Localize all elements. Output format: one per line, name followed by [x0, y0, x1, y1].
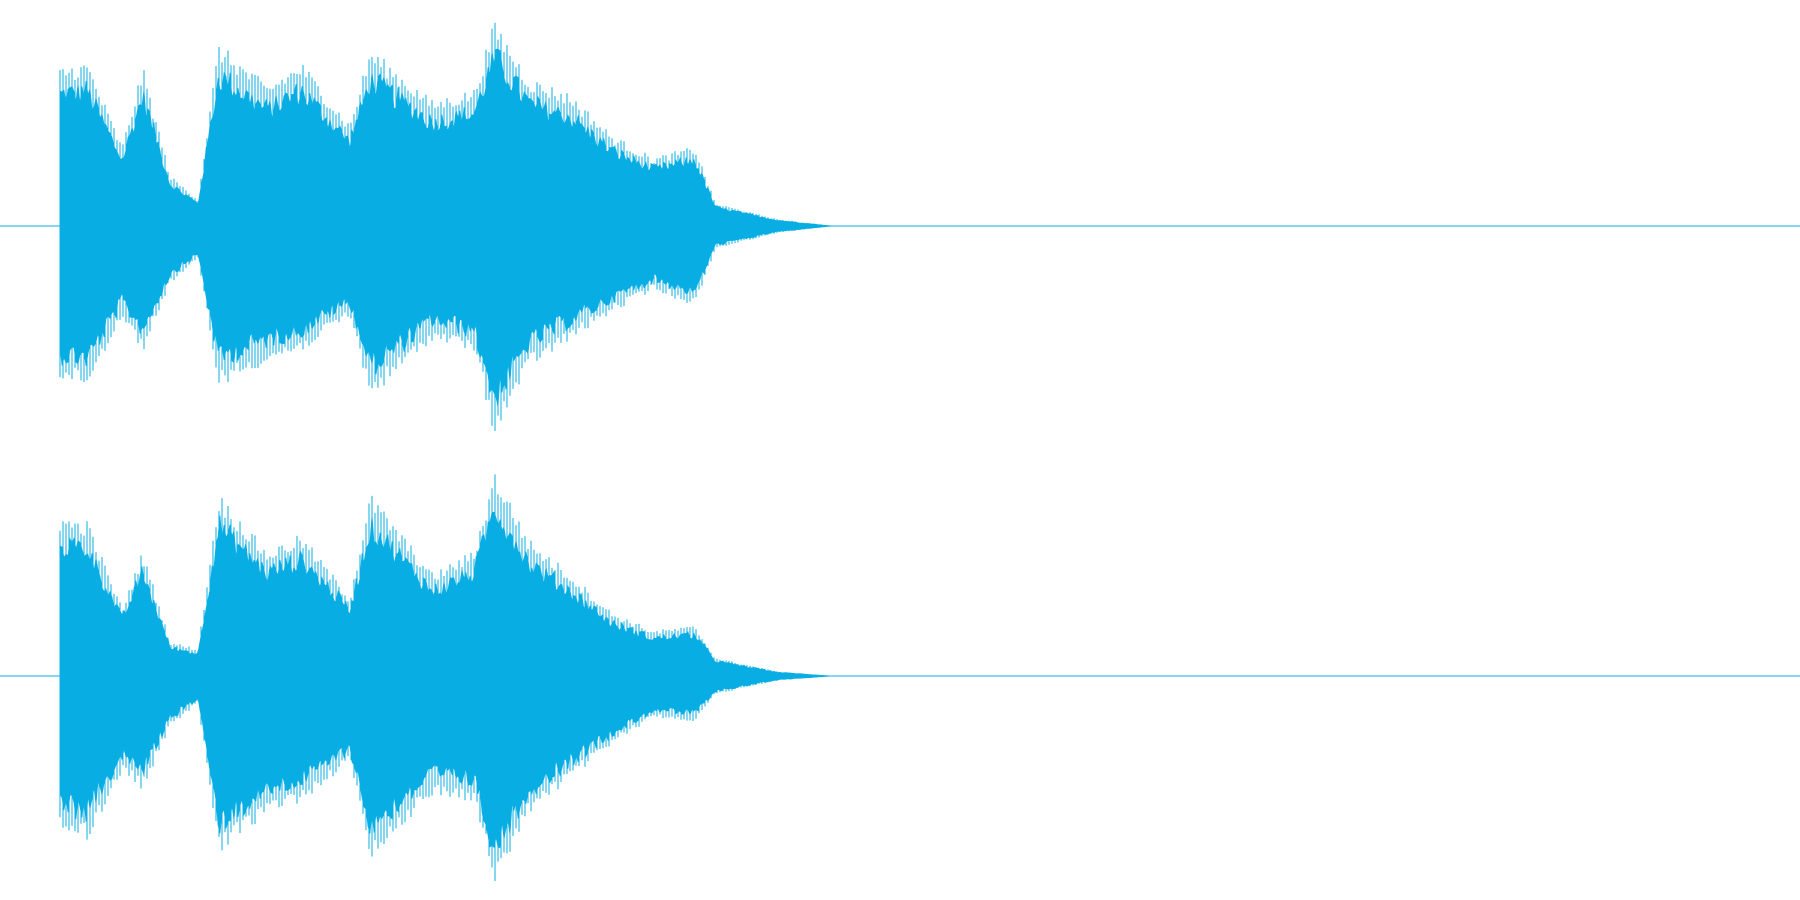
channel-top	[0, 22, 1800, 431]
channel-top-spikes	[59, 22, 796, 431]
channel-bottom-spikes	[59, 474, 778, 881]
channel-bottom	[0, 474, 1800, 881]
